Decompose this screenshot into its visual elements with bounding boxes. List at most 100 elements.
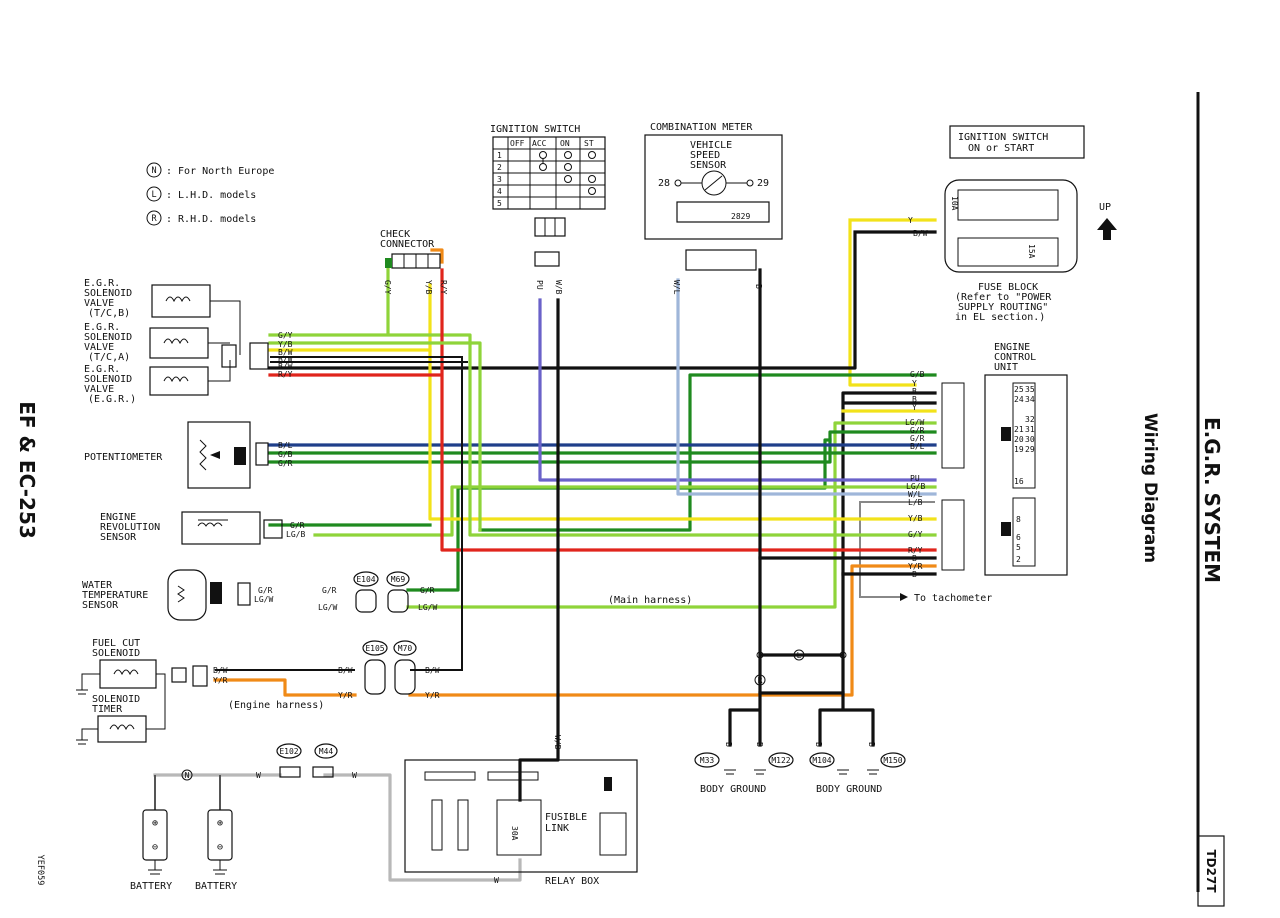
- water-temperature-sensor: WATER TEMPERATURE SENSOR: [82, 569, 251, 621]
- svg-text:W: W: [494, 876, 499, 885]
- svg-text:SOLENOID: SOLENOID: [92, 694, 140, 705]
- svg-text:ACC: ACC: [532, 139, 547, 148]
- svg-text:28: 28: [658, 178, 670, 189]
- svg-text:G/R: G/R: [322, 586, 337, 595]
- battery-1: ⊕ ⊖ BATTERY: [130, 809, 172, 892]
- svg-text:15A: 15A: [1027, 244, 1036, 259]
- svg-text:B/W: B/W: [913, 229, 928, 238]
- svg-text:M122: M122: [771, 756, 790, 765]
- ignition-switch: IGNITION SWITCH OFF ACC ON ST 1 2 3 4 5: [490, 124, 606, 267]
- svg-text:N: N: [185, 771, 190, 780]
- svg-text:2: 2: [497, 163, 502, 172]
- fuel-cut-solenoid: FUEL CUT SOLENOID: [76, 638, 157, 695]
- svg-text:SOLENOID: SOLENOID: [84, 288, 132, 299]
- svg-text:LINK: LINK: [545, 823, 569, 834]
- svg-text:G/Y: G/Y: [278, 331, 293, 340]
- image-code: YEF059: [35, 855, 45, 886]
- svg-text:UNIT: UNIT: [994, 362, 1018, 373]
- potentiometer: POTENTIOMETER: [84, 421, 269, 489]
- svg-text:G/R: G/R: [278, 459, 293, 468]
- svg-text:E.G.R.: E.G.R.: [84, 364, 120, 375]
- svg-text:PU: PU: [910, 474, 920, 483]
- svg-text:IGNITION SWITCH: IGNITION SWITCH: [490, 124, 580, 135]
- svg-text:E.G.R.: E.G.R.: [84, 278, 120, 289]
- svg-text:VALVE: VALVE: [84, 384, 114, 395]
- svg-text:B: B: [755, 742, 764, 747]
- svg-text:E104: E104: [356, 575, 375, 584]
- svg-text:ST: ST: [584, 139, 594, 148]
- svg-text:24: 24: [1014, 395, 1024, 404]
- svg-text:SENSOR: SENSOR: [100, 532, 137, 543]
- svg-text:OFF: OFF: [510, 139, 525, 148]
- svg-text:TEMPERATURE: TEMPERATURE: [82, 590, 148, 601]
- svg-text:B/W: B/W: [213, 666, 228, 675]
- svg-text:Y/B: Y/B: [908, 514, 923, 523]
- svg-text:CONTROL: CONTROL: [994, 352, 1036, 363]
- svg-text:W: W: [256, 771, 261, 780]
- svg-text:VALVE: VALVE: [84, 298, 114, 309]
- body-ground-group-2: M104 M150 BODY GROUND: [809, 752, 906, 795]
- svg-text:B/W: B/W: [278, 362, 293, 371]
- svg-text:G/R: G/R: [290, 521, 305, 530]
- svg-text:G/B: G/B: [910, 370, 925, 379]
- svg-text:30: 30: [1025, 435, 1035, 444]
- svg-text:ENGINE: ENGINE: [100, 512, 136, 523]
- svg-text:in EL section.): in EL section.): [955, 312, 1045, 323]
- svg-text:Y/B: Y/B: [278, 340, 293, 349]
- combination-meter: COMBINATION METER VEHICLE SPEED SENSOR 2…: [644, 122, 783, 271]
- up-arrow-icon: UP: [1097, 202, 1117, 240]
- svg-text:TIMER: TIMER: [92, 704, 123, 715]
- svg-text:LG/B: LG/B: [906, 482, 925, 491]
- svg-text:W/B: W/B: [553, 735, 562, 750]
- svg-text:G/R: G/R: [258, 586, 273, 595]
- svg-text:2829: 2829: [731, 212, 750, 221]
- svg-text:(Refer to "POWER: (Refer to "POWER: [955, 292, 1052, 303]
- svg-text:10A: 10A: [950, 196, 959, 211]
- svg-text:G/R: G/R: [420, 586, 435, 595]
- svg-text:W/L: W/L: [672, 280, 681, 295]
- svg-text:B: B: [912, 554, 917, 563]
- svg-text:E.G.R.: E.G.R.: [84, 322, 120, 333]
- svg-text:5: 5: [1016, 543, 1021, 552]
- svg-text:SENSOR: SENSOR: [690, 160, 727, 171]
- svg-text:FUSIBLE: FUSIBLE: [545, 812, 587, 823]
- svg-text:21: 21: [1014, 425, 1024, 434]
- svg-text:UP: UP: [1099, 202, 1111, 213]
- engine-revolution-sensor: ENGINE REVOLUTION SENSOR: [100, 511, 283, 545]
- svg-text:(T/C,A): (T/C,A): [88, 352, 130, 363]
- svg-text:B/W: B/W: [278, 355, 293, 364]
- svg-text:B/W: B/W: [425, 666, 440, 675]
- main-harness-label: (Main harness): [608, 595, 692, 606]
- engine-harness-label: (Engine harness): [228, 700, 324, 711]
- svg-text:19: 19: [1014, 445, 1024, 454]
- svg-text:LG/W: LG/W: [905, 418, 924, 427]
- svg-text:R/Y: R/Y: [278, 370, 293, 379]
- svg-text:M70: M70: [398, 644, 413, 653]
- svg-text:VALVE: VALVE: [84, 342, 114, 353]
- svg-text:N: N: [151, 166, 156, 176]
- svg-text:L/B: L/B: [908, 498, 923, 507]
- svg-text:G/B: G/B: [278, 450, 293, 459]
- diagram-subtitle: Wiring Diagram: [1140, 413, 1160, 563]
- svg-text:E102: E102: [279, 747, 298, 756]
- svg-text:SPEED: SPEED: [690, 150, 720, 161]
- svg-text:BODY GROUND: BODY GROUND: [816, 784, 882, 795]
- svg-text:: For North Europe: : For North Europe: [166, 166, 274, 177]
- svg-text:⊖: ⊖: [152, 842, 158, 853]
- svg-text:ON or START: ON or START: [968, 143, 1034, 154]
- svg-text:REVOLUTION: REVOLUTION: [100, 522, 160, 533]
- egr-solenoid-valve-egr: E.G.R. SOLENOID VALVE (E.G.R.): [84, 364, 209, 405]
- svg-text:ON: ON: [560, 139, 570, 148]
- svg-text:WATER: WATER: [82, 580, 113, 591]
- svg-text:PU: PU: [535, 280, 544, 290]
- svg-text:30A: 30A: [510, 826, 519, 841]
- svg-text:G/Y: G/Y: [908, 530, 923, 539]
- connector-e102-m44: E102 M44: [276, 743, 338, 778]
- svg-text:: L.H.D. models: : L.H.D. models: [166, 190, 256, 201]
- svg-text:Y/R: Y/R: [908, 562, 923, 571]
- svg-text:BODY GROUND: BODY GROUND: [700, 784, 766, 795]
- solenoid-timer: SOLENOID TIMER: [76, 673, 166, 745]
- svg-text:25: 25: [1014, 385, 1024, 394]
- svg-text:8: 8: [1016, 515, 1021, 524]
